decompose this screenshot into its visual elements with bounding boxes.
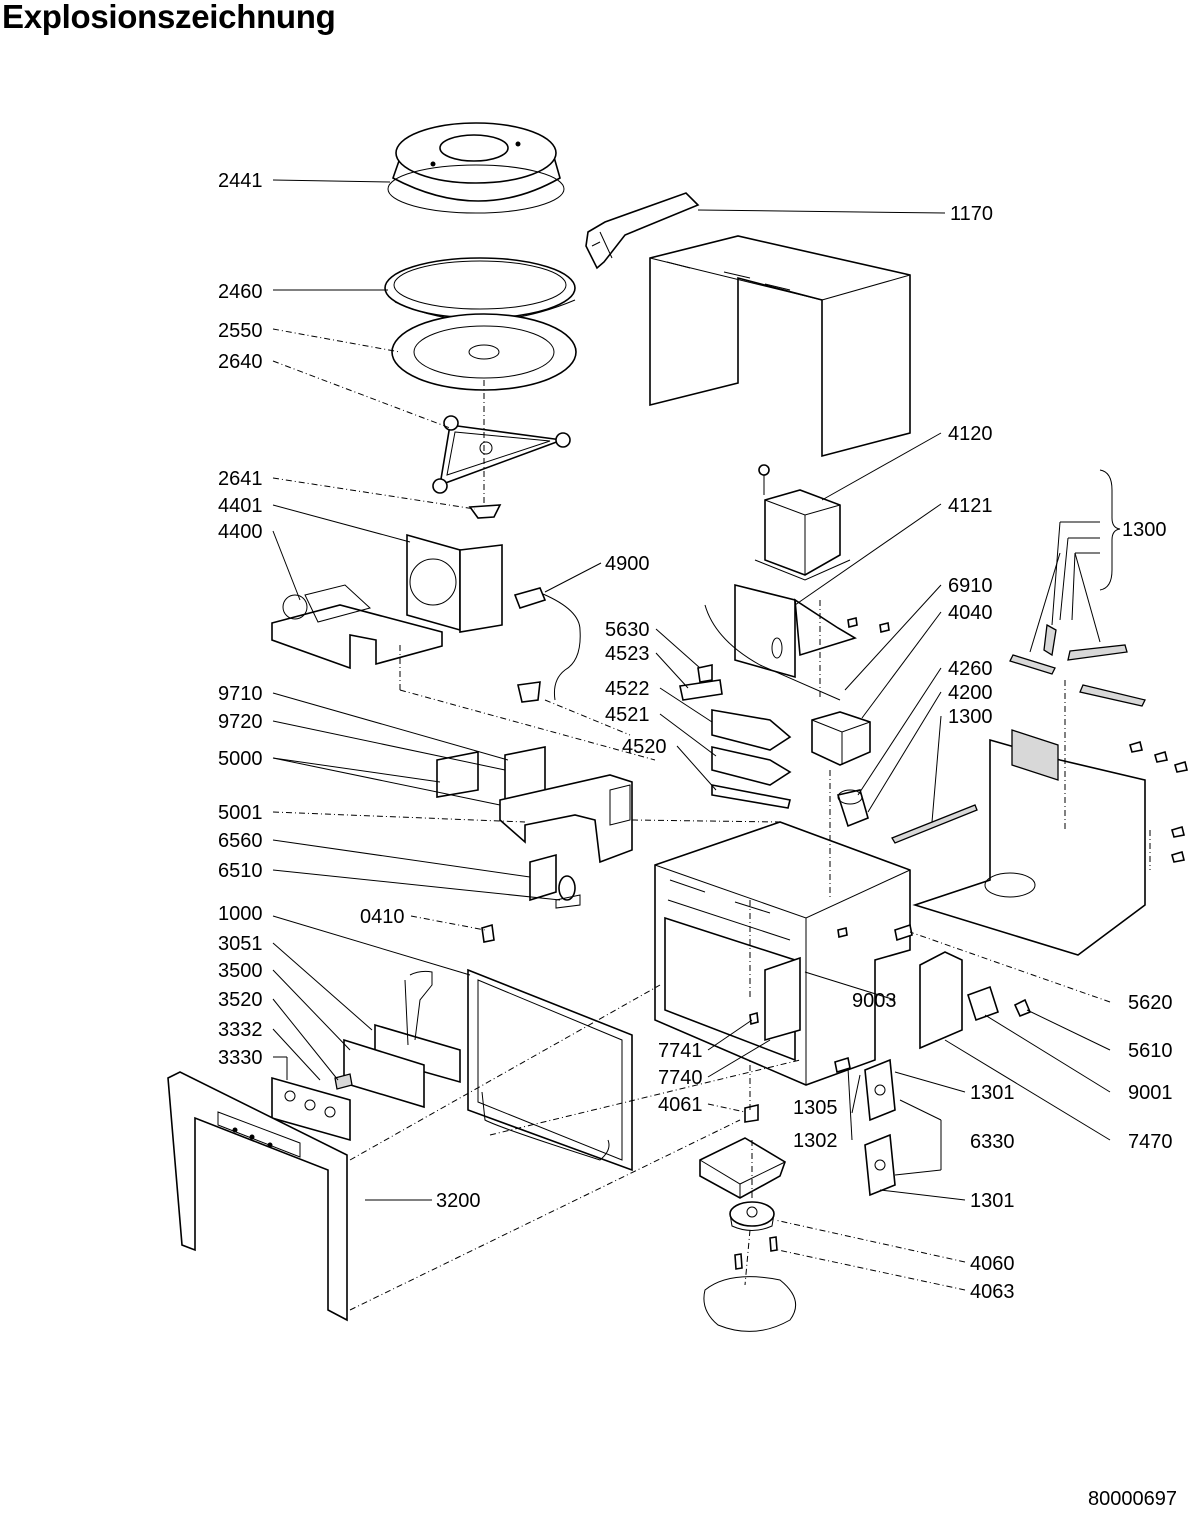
label-2641: 2641 <box>218 468 263 490</box>
part-capacitor-group <box>811 711 871 828</box>
part-outer-casing <box>649 235 911 458</box>
label-4260: 4260 <box>948 658 993 680</box>
label-9720: 9720 <box>218 711 263 733</box>
part-tray-plate <box>391 313 577 391</box>
label-4060: 4060 <box>970 1253 1015 1275</box>
label-6510: 6510 <box>218 860 263 882</box>
label-1302: 1302 <box>793 1130 838 1152</box>
label-4400: 4400 <box>218 521 263 543</box>
label-2460: 2460 <box>218 281 263 303</box>
part-labels: 2441 1170 2460 2550 2640 4120 2641 4401 … <box>218 170 1173 1303</box>
part-waveguide <box>585 192 700 270</box>
label-4523: 4523 <box>605 643 650 665</box>
label-3330: 3330 <box>218 1047 263 1069</box>
label-4063: 4063 <box>970 1281 1015 1303</box>
label-1000: 1000 <box>218 903 263 925</box>
part-center-rail <box>891 804 978 844</box>
label-5610: 5610 <box>1128 1040 1173 1062</box>
rail-leaders <box>1029 521 1101 653</box>
label-4520: 4520 <box>622 736 667 758</box>
label-3200: 3200 <box>436 1190 481 1212</box>
part-power-cord <box>513 587 581 703</box>
label-2640: 2640 <box>218 351 263 373</box>
part-turntable-motor <box>729 1201 775 1231</box>
label-4401: 4401 <box>218 495 263 517</box>
label-7740: 7740 <box>658 1067 703 1089</box>
part-door <box>467 968 633 1172</box>
label-0410: 0410 <box>360 906 405 928</box>
part-transformer-bracket <box>734 583 857 679</box>
part-coupler <box>468 504 502 519</box>
label-1300-top: 1300 <box>1122 519 1167 541</box>
part-lamp-bracket <box>679 664 723 701</box>
label-3051: 3051 <box>218 933 263 955</box>
label-4900: 4900 <box>605 553 650 575</box>
label-5620: 5620 <box>1128 992 1173 1014</box>
part-screws-right <box>1129 740 1188 863</box>
label-4522: 4522 <box>605 678 650 700</box>
label-5000: 5000 <box>218 748 263 770</box>
part-front-frame <box>167 1071 348 1322</box>
part-rails <box>1009 623 1146 707</box>
part-glass-tray <box>384 257 576 321</box>
label-5001: 5001 <box>218 802 263 824</box>
part-base-cutout <box>703 1236 797 1332</box>
part-fan-assembly <box>271 533 503 670</box>
part-mica-covers <box>711 709 792 809</box>
label-6560: 6560 <box>218 830 263 852</box>
label-9003: 9003 <box>852 990 897 1012</box>
label-7741: 7741 <box>658 1040 703 1062</box>
label-7470: 7470 <box>1128 1131 1173 1153</box>
label-4521: 4521 <box>605 704 650 726</box>
label-1170: 1170 <box>950 203 993 225</box>
part-wire <box>704 604 841 701</box>
label-3520: 3520 <box>218 989 263 1011</box>
label-2550: 2550 <box>218 320 263 342</box>
part-transformer <box>754 464 851 581</box>
part-turntable-cover <box>387 122 565 214</box>
part-motor-cover <box>699 1103 786 1199</box>
label-4040: 4040 <box>948 602 993 624</box>
document-number: 80000697 <box>1088 1488 1177 1510</box>
label-2441: 2441 <box>218 170 263 192</box>
label-4121: 4121 <box>948 495 993 517</box>
label-1301-upper: 1301 <box>970 1082 1015 1104</box>
part-cavity <box>654 821 911 1086</box>
label-4061: 4061 <box>658 1094 703 1116</box>
label-6330: 6330 <box>970 1131 1015 1153</box>
assembly-guides <box>349 380 1151 1311</box>
label-6910: 6910 <box>948 575 993 597</box>
part-control-panel <box>271 1076 351 1142</box>
brace-1300 <box>1099 469 1121 591</box>
leader-lines <box>272 179 1111 1291</box>
label-1305: 1305 <box>793 1097 838 1119</box>
part-control-boards <box>436 746 633 864</box>
label-3332: 3332 <box>218 1019 263 1041</box>
label-1301-lower: 1301 <box>970 1190 1015 1212</box>
label-4120: 4120 <box>948 423 993 445</box>
label-5630: 5630 <box>605 619 650 641</box>
page-title: Explosionszeichnung <box>2 0 336 35</box>
label-1300-mid: 1300 <box>948 706 993 728</box>
label-9710: 9710 <box>218 683 263 705</box>
label-4200: 4200 <box>948 682 993 704</box>
part-side-wall <box>912 729 1146 956</box>
part-control-panel-board <box>334 970 461 1109</box>
label-3500: 3500 <box>218 960 263 982</box>
label-9001: 9001 <box>1128 1082 1173 1104</box>
part-shield <box>919 951 1032 1050</box>
part-lamp <box>529 853 581 909</box>
part-roller-ring <box>432 415 571 494</box>
part-door-switches <box>864 1058 896 1197</box>
